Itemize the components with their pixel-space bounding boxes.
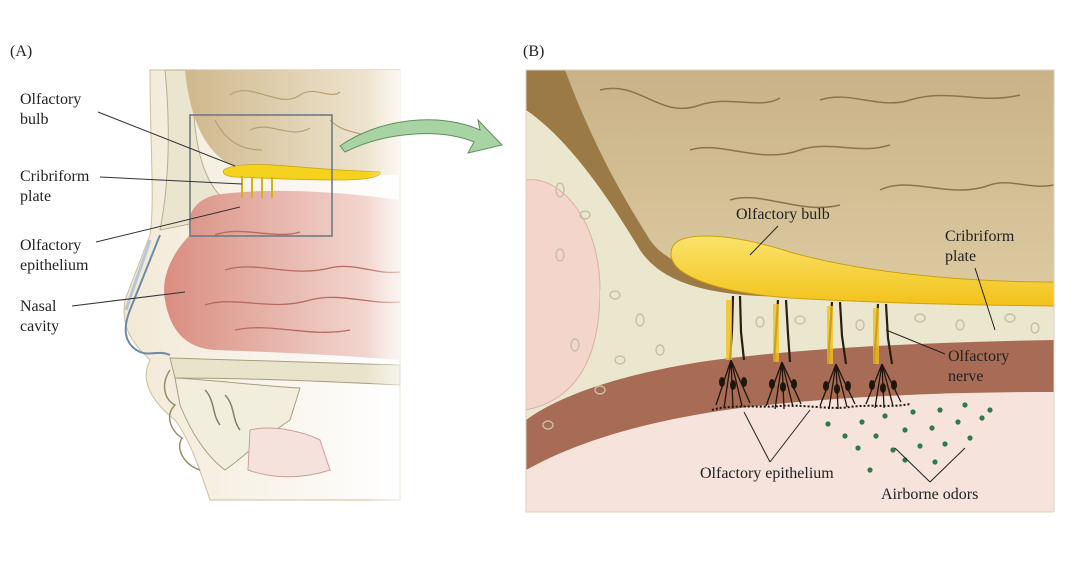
label-a-olfactory-epithelium-1: Olfactory — [20, 237, 81, 254]
label-b-airborne-odors: Airborne odors — [881, 486, 978, 503]
label-b-olfactory-epithelium: Olfactory epithelium — [700, 465, 834, 482]
zoom-region-box — [189, 114, 333, 237]
label-a-cribriform-plate-2: plate — [20, 188, 51, 205]
panel-a-illustration — [123, 69, 420, 510]
panel-a-id: (A) — [10, 43, 32, 60]
panel-b-labels: Olfactory bulb Cribriform plate Olfactor… — [700, 206, 1015, 503]
label-b-olfactory-nerve-1: Olfactory — [948, 348, 1009, 365]
panel-b-id: (B) — [523, 43, 544, 60]
label-b-olfactory-nerve-2: nerve — [948, 368, 984, 385]
label-b-cribriform-plate-2: plate — [945, 248, 976, 265]
label-a-cribriform-plate-1: Cribriform — [20, 168, 90, 185]
panel-b-frame — [525, 69, 1055, 513]
panel-b-illustration — [526, 70, 1054, 512]
label-a-olfactory-epithelium-2: epithelium — [20, 257, 89, 274]
panel-a-labels: Olfactory bulb Cribriform plate Olfactor… — [20, 91, 243, 335]
label-b-olfactory-bulb: Olfactory bulb — [736, 206, 830, 223]
label-a-olfactory-bulb-2: bulb — [20, 111, 48, 128]
zoom-arrow — [339, 118, 503, 154]
label-a-olfactory-bulb-1: Olfactory — [20, 91, 81, 108]
label-a-nasal-cavity-1: Nasal — [20, 298, 57, 315]
label-b-cribriform-plate-1: Cribriform — [945, 228, 1015, 245]
label-a-nasal-cavity-2: cavity — [20, 318, 59, 335]
